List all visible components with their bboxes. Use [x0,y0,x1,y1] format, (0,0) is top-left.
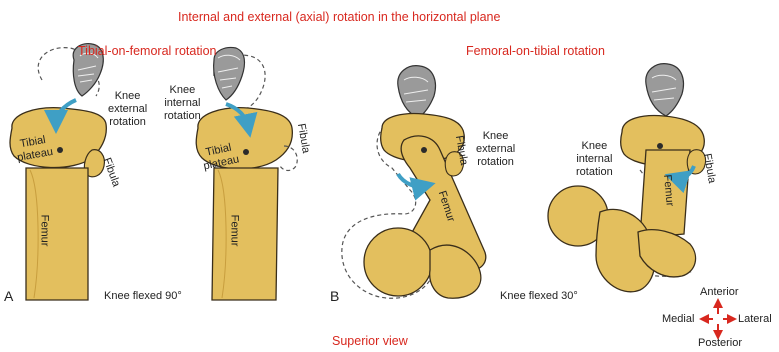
panel-b-right-figure [548,64,706,292]
compass-lateral-label: Lateral [738,313,772,325]
panel-a-left-rotation-label: Knee external rotation [108,90,147,129]
panel-a-right-femur-label: Femur [227,215,240,247]
panel-b-right-femur-label: Femur [660,174,676,207]
panel-b-heading: Femoral-on-tibial rotation [466,44,605,58]
compass-anterior-label: Anterior [700,286,739,298]
panel-a-right-rotation-label: Knee internal rotation [164,84,201,123]
panel-a-letter: A [4,288,13,304]
panel-b-letter: B [330,288,339,304]
foot-icon [398,66,436,118]
foot-icon [646,64,684,116]
panel-b-left-figure [342,66,486,299]
panel-b-right-rotation-label: Knee internal rotation [576,140,613,179]
panel-b-flex-label: Knee flexed 30° [500,290,578,302]
panel-a-right-figure [196,48,297,301]
figure-footer: Superior view [332,334,408,348]
compass-medial-label: Medial [662,313,694,325]
panel-b-left-rotation-label: Knee external rotation [476,130,515,169]
compass-posterior-label: Posterior [698,337,742,349]
foot-icon [214,48,245,101]
panel-a-heading: Tibial-on-femoral rotation [78,44,216,58]
panel-a-flex-label: Knee flexed 90° [104,290,182,302]
orientation-compass-icon [704,303,732,335]
panel-a-left-femur-label: Femur [37,215,50,247]
figure-title: Internal and external (axial) rotation i… [178,10,500,24]
panel-a-left-figure [10,44,106,300]
